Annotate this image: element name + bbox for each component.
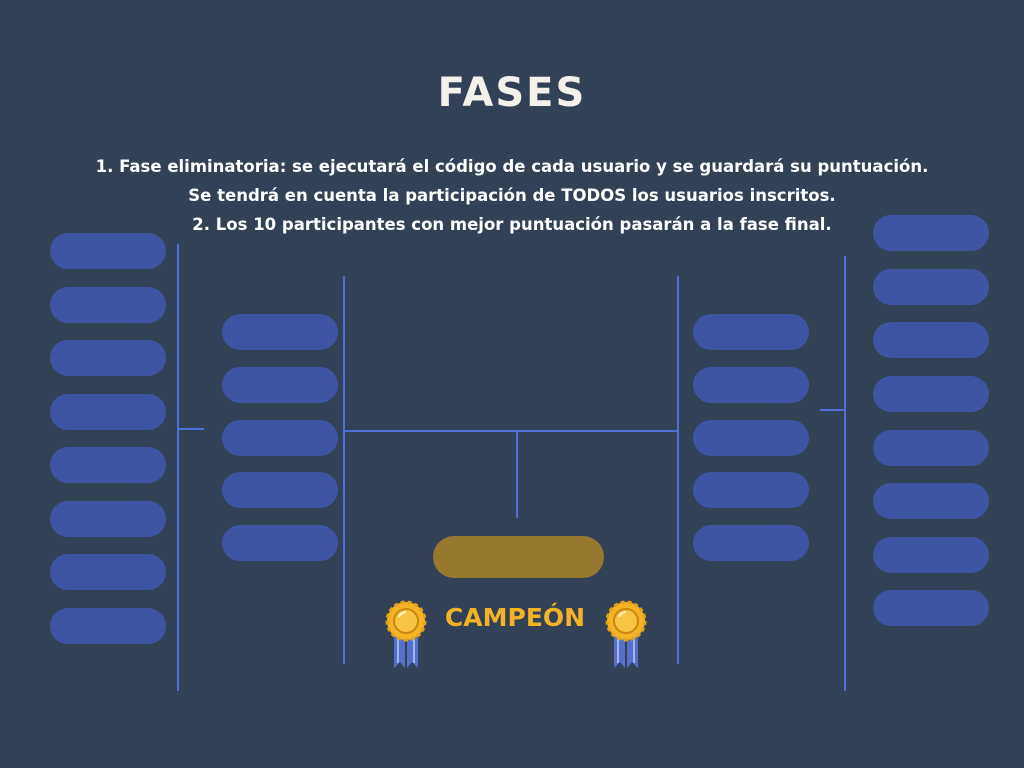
bracket-slot-left-outer <box>50 287 166 323</box>
bracket-slot-left-outer <box>50 394 166 430</box>
right-outer-link <box>820 409 846 411</box>
bracket-slot-left-outer <box>50 233 166 269</box>
bracket-slot-left-inner <box>222 314 338 350</box>
bracket-slot-left-outer <box>50 340 166 376</box>
left-outer-connector <box>177 244 179 691</box>
bracket-slot-right-inner <box>693 420 809 456</box>
bracket-slot-right-outer <box>873 215 989 251</box>
medal-ribbon-icon <box>604 600 648 670</box>
bracket-slot-left-inner <box>222 367 338 403</box>
bracket-slot-right-outer <box>873 376 989 412</box>
right-outer-connector <box>844 256 846 691</box>
final-slot <box>433 536 604 578</box>
bracket-slot-right-outer <box>873 590 989 626</box>
page-title: FASES <box>437 70 587 116</box>
rule-line-2: Se tendrá en cuenta la participación de … <box>188 186 836 205</box>
rule-line-1: 1. Fase eliminatoria: se ejecutará el có… <box>95 157 929 176</box>
bracket-slot-left-outer <box>50 554 166 590</box>
bracket-slot-left-inner <box>222 420 338 456</box>
bracket-slot-right-outer <box>873 537 989 573</box>
bracket-slot-right-inner <box>693 367 809 403</box>
bracket-slot-right-inner <box>693 472 809 508</box>
bracket-slot-right-outer <box>873 430 989 466</box>
bracket-slot-right-inner <box>693 525 809 561</box>
right-inner-connector <box>677 276 679 664</box>
bracket-slot-right-outer <box>873 483 989 519</box>
medal-ribbon-icon <box>384 600 428 670</box>
bracket-slot-left-outer <box>50 608 166 644</box>
rule-line-3: 2. Los 10 participantes con mejor puntua… <box>192 215 832 234</box>
champion-label: CAMPEÓN <box>444 603 586 632</box>
bracket-slot-right-outer <box>873 269 989 305</box>
bracket-slot-left-outer <box>50 447 166 483</box>
bracket-slot-right-outer <box>873 322 989 358</box>
left-outer-link <box>177 428 204 430</box>
final-connector <box>343 430 679 432</box>
final-stem <box>516 430 518 518</box>
bracket-slot-left-inner <box>222 472 338 508</box>
bracket-slot-right-inner <box>693 314 809 350</box>
rules-text: 1. Fase eliminatoria: se ejecutará el có… <box>0 152 1024 239</box>
bracket-slot-left-inner <box>222 525 338 561</box>
left-inner-connector <box>343 276 345 664</box>
bracket-slot-left-outer <box>50 501 166 537</box>
